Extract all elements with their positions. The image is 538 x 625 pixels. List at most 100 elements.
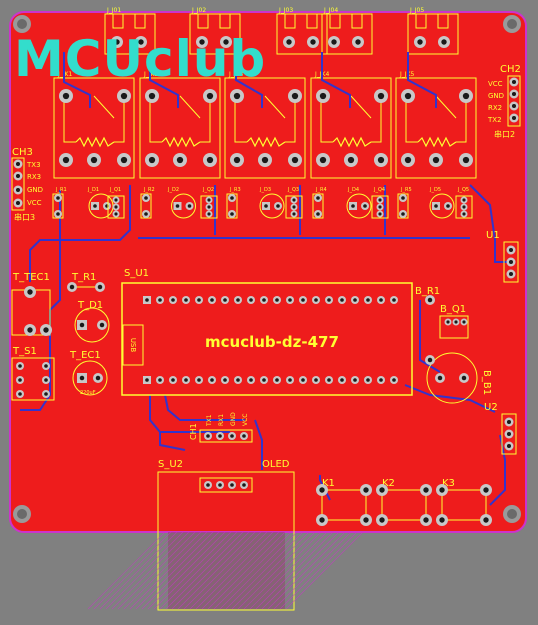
pad-hole [171, 378, 175, 382]
relay-outline [224, 77, 306, 179]
pad-hole [292, 198, 296, 202]
header-notch [197, 13, 209, 29]
relay-header-5: J_J05 [407, 7, 459, 55]
pad-hole [175, 204, 180, 208]
t-s1-label: T_S1 [12, 346, 37, 357]
relay-header-label: J_J01 [106, 7, 121, 14]
pad-hole [314, 298, 318, 302]
pad-hole [292, 212, 296, 216]
pad-hole [93, 204, 97, 208]
pad-hole [206, 156, 214, 164]
ch1-header-outline [199, 429, 253, 443]
small-part-label: J_Q3 [287, 187, 299, 193]
ch3-pin-rx3: RX3 [27, 173, 41, 181]
header-notch [415, 13, 427, 29]
b-r1-label: B_R1 [415, 286, 440, 297]
pad-hole [462, 320, 466, 324]
small-part-label: J_R2 [143, 187, 155, 193]
pad-hole [439, 517, 445, 523]
ch2-pin-rx2: RX2 [488, 104, 502, 112]
pad-hole [79, 322, 85, 328]
relay-wire [114, 96, 125, 143]
pad-hole [114, 198, 118, 202]
s-u2-label: S_U2 [158, 459, 183, 470]
pad-hole [363, 204, 367, 208]
ch2-header-outline [507, 75, 521, 127]
button-k2: K2 [381, 478, 427, 521]
oled-hatch-line [105, 531, 184, 610]
t-d1-component: T_D1 [74, 300, 110, 343]
oled-hatch-line [237, 531, 316, 610]
pad-hole [145, 298, 149, 302]
oled-hatch-line [225, 531, 304, 610]
pad-hole [184, 378, 188, 382]
oled-hatch-line [135, 531, 214, 610]
mcu-module-outline [121, 282, 413, 396]
transistor-outline [371, 195, 389, 219]
oled-hatch-line [231, 531, 310, 610]
pad-hole [511, 115, 517, 121]
oled-hatch-line [267, 531, 346, 610]
project-label: mcuclub-dz-477 [205, 333, 339, 351]
pad-hole [223, 298, 227, 302]
pad-hole [423, 487, 429, 493]
k1-outline [321, 489, 367, 521]
pad-hole [366, 378, 370, 382]
pad-hole [27, 327, 33, 333]
ch1-pin-rx1: RX1 [218, 414, 225, 426]
oled-hatch-line [153, 531, 232, 610]
led-outline [171, 193, 196, 219]
relay-wire [63, 96, 76, 143]
pad-hole [249, 298, 253, 302]
pad-hole [262, 378, 266, 382]
b-components: B_R1 B_Q1 B_B1 [415, 286, 492, 404]
pad-hole [401, 196, 405, 200]
pad-hole [327, 298, 331, 302]
relay-coil-symbol [161, 136, 201, 148]
ch1-title: CH1 [189, 423, 198, 440]
pad-hole [233, 156, 241, 164]
blue-traces [20, 52, 512, 506]
k2-outline [381, 489, 427, 521]
ch1-pin-tx1: TX1 [206, 414, 213, 427]
pad-hole [79, 375, 85, 381]
pad-hole [462, 156, 470, 164]
relay-header-outline [276, 13, 328, 55]
ch1-pin-gnd: GND [230, 412, 237, 426]
oled-hatch-line [147, 531, 226, 610]
pad-hole [97, 284, 103, 290]
pad-hole [316, 196, 320, 200]
pad-hole [511, 103, 517, 109]
ch3-header-outline [11, 157, 25, 211]
pad-hole [310, 39, 316, 45]
relay-coil-symbol [332, 136, 372, 148]
pad-hole [351, 204, 355, 208]
pad-hole [511, 79, 517, 85]
oled-hatch-line [87, 531, 166, 610]
relay-wire [320, 96, 333, 143]
pad-hole [319, 156, 327, 164]
pad-hole [206, 483, 210, 487]
relay-header-2: J_J02 [189, 7, 241, 55]
pad-hole [401, 212, 405, 216]
pad-hole [347, 156, 355, 164]
relay-outline [395, 77, 477, 179]
relay-outline [139, 77, 221, 179]
pad-hole [210, 298, 214, 302]
pad-hole [461, 375, 467, 381]
pad-hole [218, 434, 222, 438]
relay-coil-symbol [75, 136, 115, 148]
pad-hole [230, 212, 234, 216]
pad-hole [18, 364, 22, 368]
relay-switch-line [93, 95, 115, 119]
oled-hatch-line [117, 531, 196, 610]
pad-hole [462, 92, 470, 100]
oled-hatch-line [273, 531, 352, 610]
oled-hatch-line [249, 531, 328, 610]
ch2-pin-vcc: VCC [488, 80, 503, 88]
u1-outline [503, 241, 519, 283]
oled-hatch-line [219, 531, 298, 610]
ch3-title: CH3 [12, 147, 33, 158]
pad-hole [379, 487, 385, 493]
oled-hatch-line [255, 531, 334, 610]
